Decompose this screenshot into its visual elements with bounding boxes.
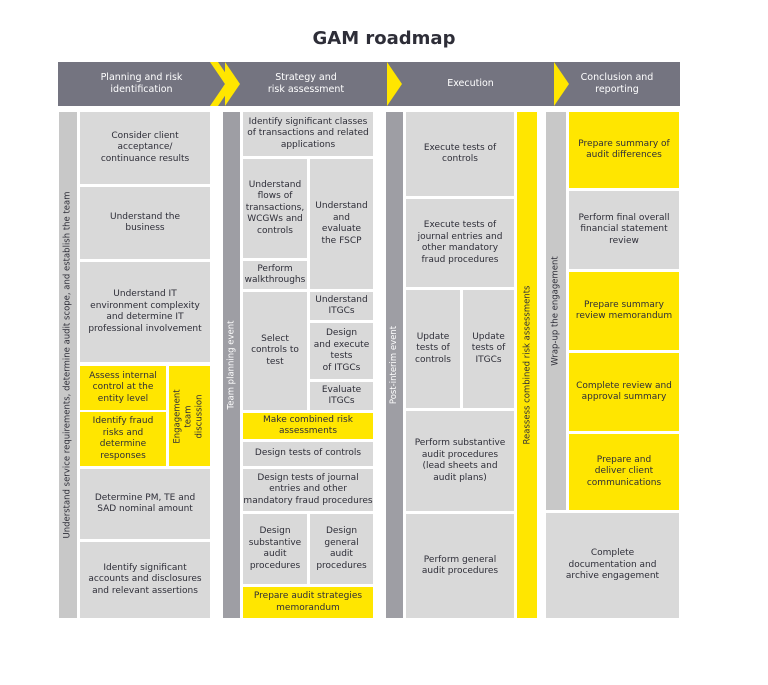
box-select-controls: Select controls to test <box>243 292 307 410</box>
box-approval-summary: Complete review and approval summary <box>569 353 679 431</box>
box-archive-engagement: Complete documentation and archive engag… <box>546 513 679 618</box>
box-update-controls: Update tests of controls <box>406 290 460 408</box>
box-strategies-memo: Prepare audit strategies memorandum <box>243 587 373 618</box>
box-team-discussion: Engagement team discussion <box>169 366 210 466</box>
phase-arrow-shape <box>58 62 225 106</box>
box-client-acceptance: Consider client acceptance/ continuance … <box>80 112 210 184</box>
phase-header-strategy: Strategy and risk assessment <box>225 62 387 106</box>
wrap-up-bar: Wrap-up the engagement <box>546 112 566 510</box>
box-significant-accounts: Identify significant accounts and disclo… <box>80 542 210 618</box>
box-execute-controls: Execute tests of controls <box>406 112 514 196</box>
box-determine-pm: Determine PM, TE and SAD nominal amount <box>80 469 210 539</box>
box-understand-flows: Understand flows of transactions, WCGWs … <box>243 159 307 258</box>
box-walkthroughs: Perform walkthroughs <box>243 261 307 289</box>
box-summary-review-memo: Prepare summary review memorandum <box>569 272 679 350</box>
understand-requirements-bar: Understand service requirements, determi… <box>59 112 77 618</box>
phase-header-label: Planning and risk identification <box>100 72 183 95</box>
box-combined-risk: Make combined risk assessments <box>243 413 373 439</box>
box-evaluate-fscp: Understand and evaluate the FSCP <box>310 159 373 289</box>
post-interim-event-bar: Post-interim event <box>386 112 403 618</box>
box-internal-control: Assess internal control at the entity le… <box>80 366 166 410</box>
box-update-itgcs: Update tests of ITGCs <box>463 290 514 408</box>
team-planning-event-bar: Team planning event <box>223 112 240 618</box>
box-design-general: Design general audit procedures <box>310 514 373 584</box>
reassess-risk-bar: Reassess combined risk assessments <box>517 112 537 618</box>
box-evaluate-itgcs: Evaluate ITGCs <box>310 382 373 410</box>
page-title: GAM roadmap <box>312 28 456 49</box>
phase-header-label: Strategy and risk assessment <box>267 72 345 95</box>
box-design-tests-controls: Design tests of controls <box>243 442 373 466</box>
phase-header-conclusion: Conclusion and reporting <box>554 62 680 106</box>
phase-arrow-shape <box>387 62 554 106</box>
box-significant-classes: Identify significant classes of transact… <box>243 112 373 156</box>
phase-header-label: Execution <box>447 78 494 89</box>
box-client-communications: Prepare and deliver client communication… <box>569 434 679 510</box>
phase-arrow-shape <box>554 62 680 106</box>
box-summary-differences: Prepare summary of audit differences <box>569 112 679 188</box>
box-understand-business: Understand the business <box>80 187 210 259</box>
box-fraud-risks: Identify fraud risks and determine respo… <box>80 412 166 466</box>
box-it-environment: Understand IT environment complexity and… <box>80 262 210 362</box>
box-general-procedures: Perform general audit procedures <box>406 514 514 618</box>
box-understand-itgcs: Understand ITGCs <box>310 292 373 320</box>
phase-header-planning: Planning and risk identification <box>58 62 225 106</box>
phase-arrow-shape <box>225 62 387 106</box>
phase-header-execution: Execution <box>387 62 554 106</box>
box-execute-journal: Execute tests of journal entries and oth… <box>406 199 514 287</box>
box-design-substantive: Design substantive audit procedures <box>243 514 307 584</box>
box-design-execute-itgcs: Design and execute tests of ITGCs <box>310 323 373 379</box>
box-substantive-procedures: Perform substantive audit procedures (le… <box>406 411 514 511</box>
box-design-journal-entries: Design tests of journal entries and othe… <box>243 469 373 511</box>
phase-header-label: Conclusion and reporting <box>580 72 654 95</box>
box-final-review: Perform final overall financial statemen… <box>569 191 679 269</box>
